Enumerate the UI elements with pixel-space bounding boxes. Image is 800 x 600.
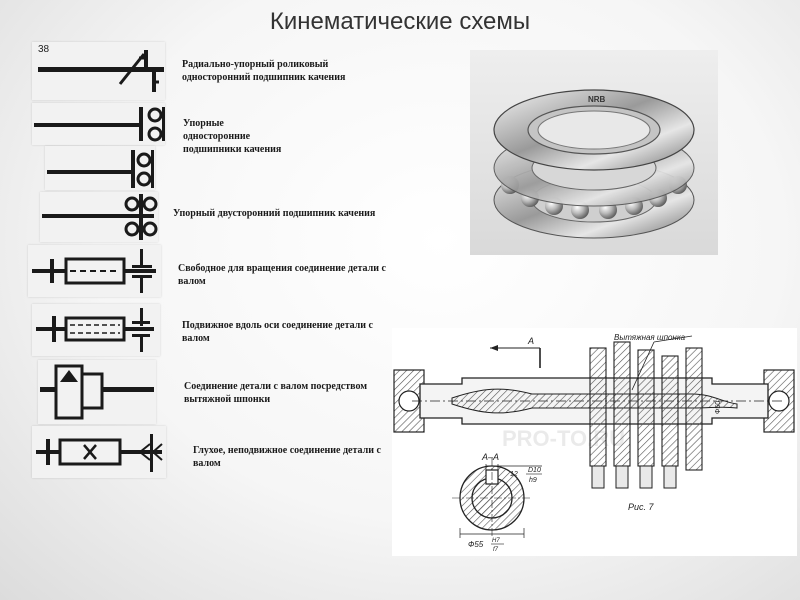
symbol-thrust-two-sided-bearing (40, 192, 158, 242)
symbol-radial-thrust-roller-bearing: 38 (32, 42, 165, 100)
photo-brand-text: NRB (588, 95, 606, 104)
thrust-bearing-icon (34, 107, 165, 142)
label-fixed-connection: Глухое, неподвижное соединение детали с … (193, 445, 381, 469)
shaft-assembly-drawing: PRO-TO.RU Вытяжная шпонка А Ф50 (392, 328, 797, 556)
label-pull-key-connection: Соединение детали с валом посредством вы… (184, 381, 368, 405)
symbol-axial-sliding-connection (32, 304, 160, 356)
free-rotation-icon (32, 249, 156, 293)
label-radial-thrust-roller-bearing: Радиально-упорный роликовый односторонни… (182, 59, 346, 83)
bearing-photo: NRB (470, 50, 718, 255)
axial-sliding-icon (36, 308, 154, 352)
drawing-dim-side: Ф50 (715, 401, 722, 414)
drawing-dim-bottom: h9 (529, 477, 537, 484)
fixed-connection-icon (36, 434, 163, 472)
thrust-ball-bearing-icon: NRB (493, 89, 695, 239)
shaft-assembly-icon: PRO-TO.RU Вытяжная шпонка А Ф50 (393, 333, 795, 553)
drawing-section-marker: А (527, 336, 534, 346)
pull-key-icon (40, 364, 154, 420)
drawing-figure-caption: Рис. 7 (628, 502, 655, 512)
thrust-bearing-icon (47, 150, 154, 188)
drawing-dim-top: D10 (528, 467, 541, 474)
page-title: Кинематические схемы (269, 8, 531, 35)
drawing-watermark: PRO-TO.RU (502, 426, 625, 451)
drawing-fit-top: H7 (492, 538, 500, 544)
drawing-section-title: А–А (481, 452, 499, 462)
label-axial-sliding-connection: Подвижное вдоль оси соединение детали с … (182, 320, 373, 344)
radial-thrust-bearing-icon: 38 (38, 44, 164, 92)
label-thrust-one-sided-bearings: Упорные односторонние подшипники качения (183, 118, 282, 155)
symbol-thrust-bearing-a (32, 103, 165, 145)
drawing-fit-bottom: f7 (493, 547, 499, 553)
drawing-key-label: Вытяжная шпонка (614, 333, 686, 342)
drawing-dim-phi: Ф55 (468, 540, 484, 549)
symbol-free-rotation-connection (28, 245, 161, 297)
label-free-rotation-connection: Свободное для вращения соединение детали… (178, 263, 386, 287)
symbol-corner-text: 38 (38, 44, 50, 55)
drawing-dim-12: 12 (510, 471, 518, 478)
symbol-thrust-bearing-b (45, 146, 155, 190)
symbol-fixed-connection (32, 426, 166, 478)
double-thrust-bearing-icon (42, 194, 158, 240)
label-thrust-two-sided-bearing: Упорный двусторонний подшипник качения (173, 208, 376, 219)
symbol-pull-key-connection (38, 360, 156, 424)
